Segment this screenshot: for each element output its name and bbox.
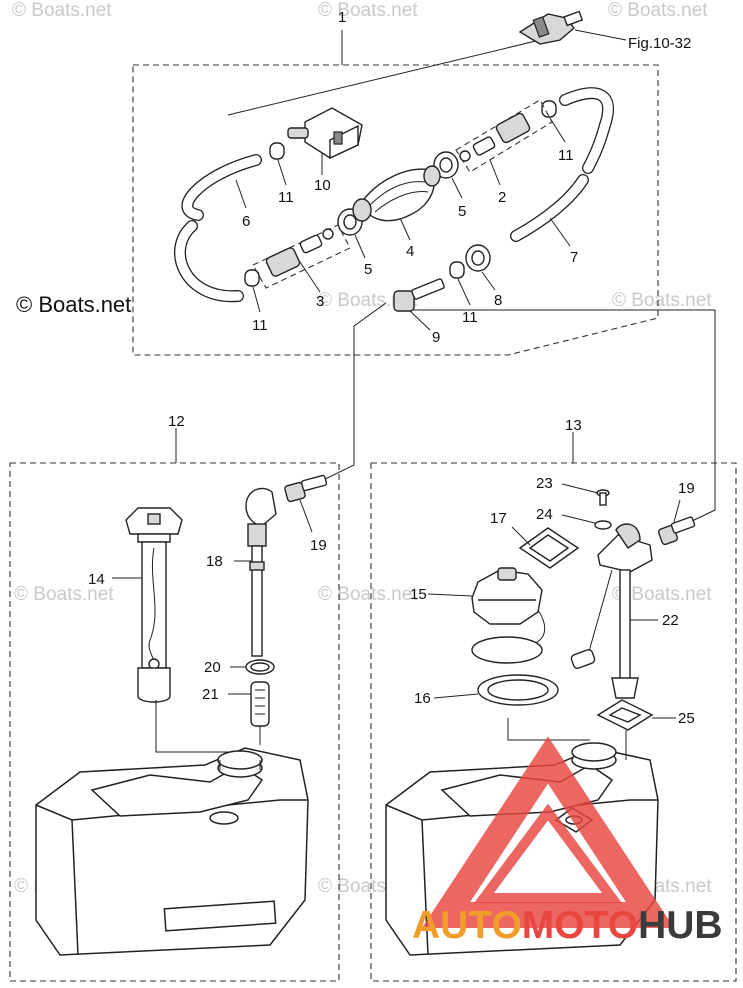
part-23-screw: [596, 489, 610, 506]
leader-15: [427, 593, 473, 597]
part-22-sender: [570, 523, 653, 699]
leader-19b: [673, 499, 681, 523]
callout-7: 7: [570, 249, 578, 266]
part-4-primer-bulb: [352, 165, 441, 222]
leader-14-tank: [155, 700, 232, 753]
outboard-connector: [518, 10, 584, 45]
clamp-11-a: [269, 142, 285, 160]
leader-17: [511, 526, 531, 546]
part-25-gasket: [596, 699, 654, 731]
group-12-box: [9, 462, 340, 982]
callout-18: 18: [206, 553, 223, 570]
callout-8: 8: [494, 292, 502, 309]
callout-20: 20: [204, 659, 221, 676]
copyright-label: © Boats.net: [16, 292, 131, 317]
callout-23: 23: [536, 475, 553, 492]
leader-24: [561, 514, 596, 524]
callout-11b: 11: [558, 147, 574, 164]
fuel-tank-left: [35, 700, 309, 956]
watermark-text: © Boats.net: [14, 584, 114, 605]
callout-25: 25: [678, 710, 695, 727]
watermark-text: © Boats.net: [318, 584, 418, 605]
part-19-fitting-left: [284, 474, 328, 503]
watermark-text: © Boats.net: [318, 0, 418, 21]
part-18-pickup: [245, 487, 277, 657]
part-16-nut: [477, 674, 559, 706]
group-13-box: [370, 462, 737, 982]
callout-6: 6: [242, 213, 250, 230]
callout-2: 2: [498, 189, 506, 206]
callout-1: 1: [338, 9, 346, 26]
part-2-valve: [459, 112, 531, 162]
figure-reference: Fig.10-32: [628, 35, 691, 52]
watermark-text: © Boats.net: [612, 290, 712, 311]
callout-11a: 11: [278, 189, 294, 206]
part-5-sleeve-a: [433, 151, 459, 179]
watermark-text: © Boats.net: [612, 584, 712, 605]
part-14-fuel-gauge: [125, 507, 183, 703]
part-21-filter: [250, 681, 270, 727]
group-3-box: [252, 224, 351, 289]
callout-21: 21: [202, 686, 219, 703]
part-24-washer: [594, 520, 612, 530]
callout-14: 14: [88, 571, 105, 588]
callout-19a: 19: [310, 537, 327, 554]
clamp-11-b: [541, 100, 557, 118]
callout-9: 9: [432, 329, 440, 346]
watermark-text: © Boats.net: [12, 0, 112, 21]
part-8-sleeve: [465, 244, 491, 272]
callout-12: 12: [168, 413, 185, 430]
callout-24: 24: [536, 506, 553, 523]
callout-11d: 11: [462, 309, 478, 326]
leader-16: [433, 693, 479, 699]
callout-15: 15: [410, 586, 427, 603]
callout-22: 22: [662, 612, 679, 629]
callout-19b: 19: [678, 480, 695, 497]
callout-11c: 11: [252, 317, 268, 334]
callout-16: 16: [414, 690, 431, 707]
callout-13: 13: [565, 417, 582, 434]
leader-19a: [299, 499, 313, 533]
hose-7: [510, 87, 615, 242]
part-9-fitting: [393, 278, 445, 312]
watermark-text: © Boats.net: [608, 0, 708, 21]
connector-lines: [175, 30, 716, 523]
part-17-gasket: [518, 527, 580, 569]
logo-text-auto: AUTOMOTOHUB: [412, 904, 723, 947]
part-15-cap: [471, 567, 546, 664]
fig-ref-leader: [574, 29, 627, 41]
part-10-connector: [287, 107, 363, 160]
part-19-fitting-right: [657, 516, 696, 546]
part-3-valve: [265, 228, 334, 277]
callouts-top: 1 2 3 4 5 5 6 7 8 9 10 11 11 11 11: [235, 9, 578, 346]
callout-3: 3: [316, 293, 324, 310]
automotohub-logo: AUTOMOTOHUB: [412, 736, 723, 947]
callout-4: 4: [406, 243, 414, 260]
watermark-text: © Boats.net: [318, 290, 418, 311]
group-1-box: [132, 64, 659, 356]
leader-23: [561, 483, 599, 494]
clamp-11-c: [244, 269, 260, 287]
callout-17: 17: [490, 510, 507, 527]
callout-10: 10: [314, 177, 331, 194]
hose-6: [174, 154, 262, 303]
callout-5a: 5: [458, 203, 466, 220]
clamp-11-d: [449, 261, 465, 279]
callout-5b: 5: [364, 261, 372, 278]
